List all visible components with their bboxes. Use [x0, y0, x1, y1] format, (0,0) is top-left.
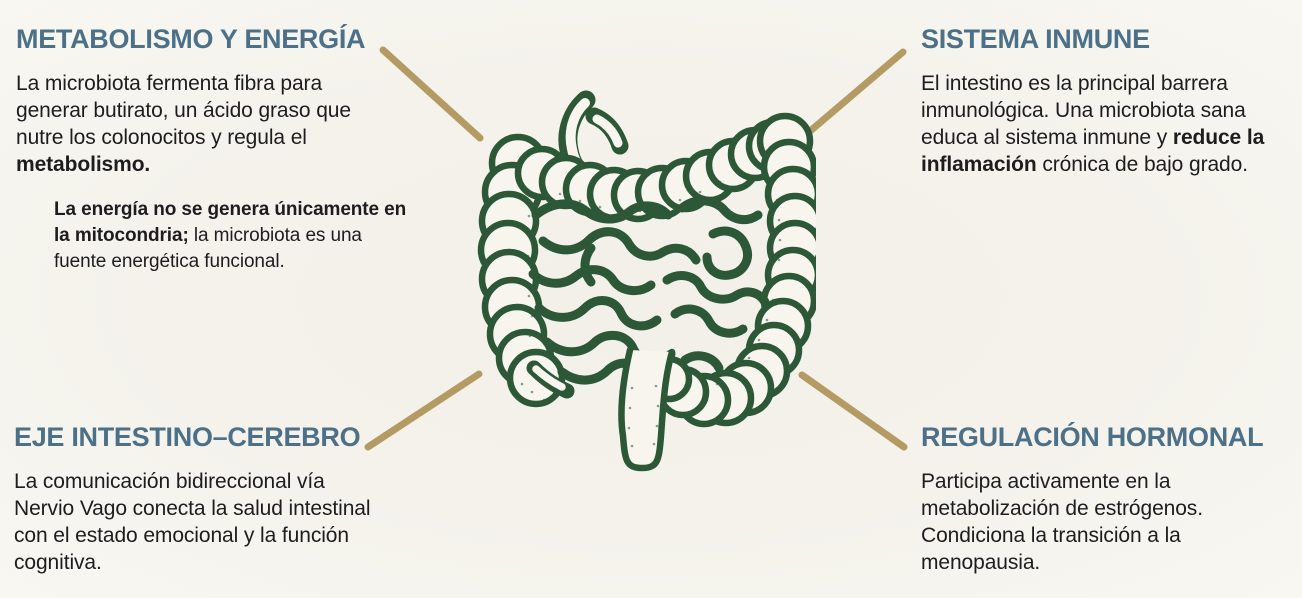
section-title-cerebro: EJE INTESTINO–CEREBRO — [14, 422, 361, 452]
section-hormonal: REGULACIÓN HORMONAL Participa activament… — [921, 422, 1273, 576]
section-cerebro: EJE INTESTINO–CEREBRO La comunicación bi… — [14, 422, 386, 576]
section-note-metabolismo: La energía no se genera únicamente en la… — [54, 199, 407, 273]
connector-line-bottom-left — [364, 370, 483, 451]
stipple-dots — [520, 170, 782, 448]
appendix-tail — [526, 360, 575, 399]
connector-line-top-left — [379, 46, 484, 142]
section-title-inmune: SISTEMA INMUNE — [921, 24, 1150, 54]
connector-line-top-right — [798, 48, 907, 142]
section-paragraph-hormonal: Participa activamente en la metabolizaci… — [921, 470, 1203, 575]
section-paragraph-inmune: El intestino es la principal barrera inm… — [921, 72, 1265, 177]
connector-line-bottom-right — [798, 371, 908, 451]
section-paragraph-cerebro: La comunicación bidireccional vía Nervio… — [14, 470, 371, 575]
section-title-metabolismo: METABOLISMO Y ENERGÍA — [16, 24, 366, 54]
colon-frame — [477, 112, 816, 428]
section-inmune: SISTEMA INMUNE El intestino es la princi… — [921, 24, 1297, 178]
section-paragraph-metabolismo: La microbiota fermenta fibra para genera… — [16, 72, 351, 177]
rectum — [618, 346, 676, 472]
section-title-hormonal: REGULACIÓN HORMONAL — [921, 422, 1264, 452]
intestines-line-art-icon — [477, 90, 816, 472]
section-metabolismo: METABOLISMO Y ENERGÍA La microbiota ferm… — [16, 24, 406, 275]
